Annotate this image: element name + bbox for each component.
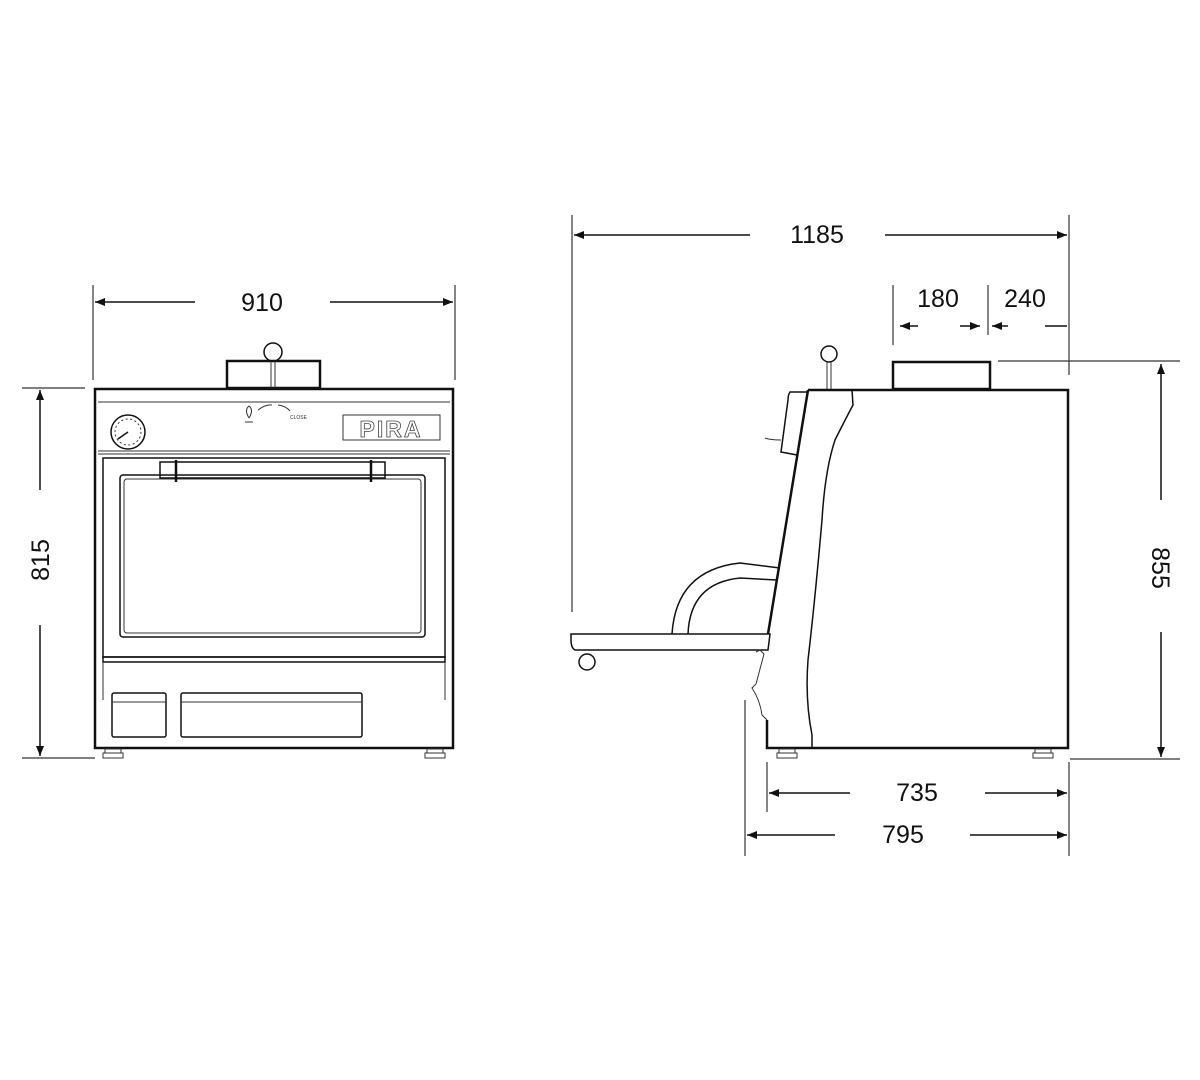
thermometer-gauge-icon xyxy=(110,414,146,450)
control-label: CLOSE xyxy=(290,415,308,421)
side-panel-curve xyxy=(806,389,854,748)
side-feet xyxy=(776,748,1054,759)
depth-with-door-label: 795 xyxy=(882,821,924,849)
side-view: 1185 180 240 855 735 795 xyxy=(570,215,1180,856)
svg-text:PIRA: PIRA xyxy=(360,416,423,442)
body-depth-label: 735 xyxy=(896,779,938,807)
front-height-dimension: 815 xyxy=(22,387,95,759)
chimney-dimensions: 180 240 xyxy=(892,285,1067,345)
pira-logo: PIRA xyxy=(342,414,441,442)
front-width-dimension: 910 xyxy=(92,285,456,380)
side-body xyxy=(765,388,1070,750)
front-chimney xyxy=(225,342,322,390)
chimney-depth-label: 180 xyxy=(917,285,959,313)
front-slanted-edge xyxy=(766,389,810,635)
ash-drawer-small xyxy=(111,692,167,738)
front-height-label: 815 xyxy=(27,539,55,581)
front-view: 910 815 CLOSE PIRA xyxy=(22,285,456,759)
chimney-offset-label: 240 xyxy=(1004,285,1046,313)
front-feet xyxy=(102,748,446,759)
overall-depth-dimension: 1185 xyxy=(571,215,1070,612)
damper-knob-icon xyxy=(263,342,283,362)
front-body xyxy=(93,387,455,750)
flame-control-icon: CLOSE xyxy=(245,404,308,423)
door-handle xyxy=(159,461,386,479)
control-panel-hood xyxy=(780,391,808,456)
oven-door xyxy=(102,457,446,658)
damper-knob-icon xyxy=(820,345,838,363)
front-width-label: 910 xyxy=(241,289,283,317)
oven-door-open xyxy=(570,562,781,721)
overall-depth-label: 1185 xyxy=(790,221,844,249)
wheel-icon xyxy=(578,653,596,671)
depth-dimensions: 735 795 xyxy=(744,700,1070,856)
side-height-dimension: 855 xyxy=(998,360,1180,760)
side-chimney xyxy=(820,345,992,391)
ash-drawer-large xyxy=(180,692,363,738)
side-height-label: 855 xyxy=(1146,547,1174,589)
